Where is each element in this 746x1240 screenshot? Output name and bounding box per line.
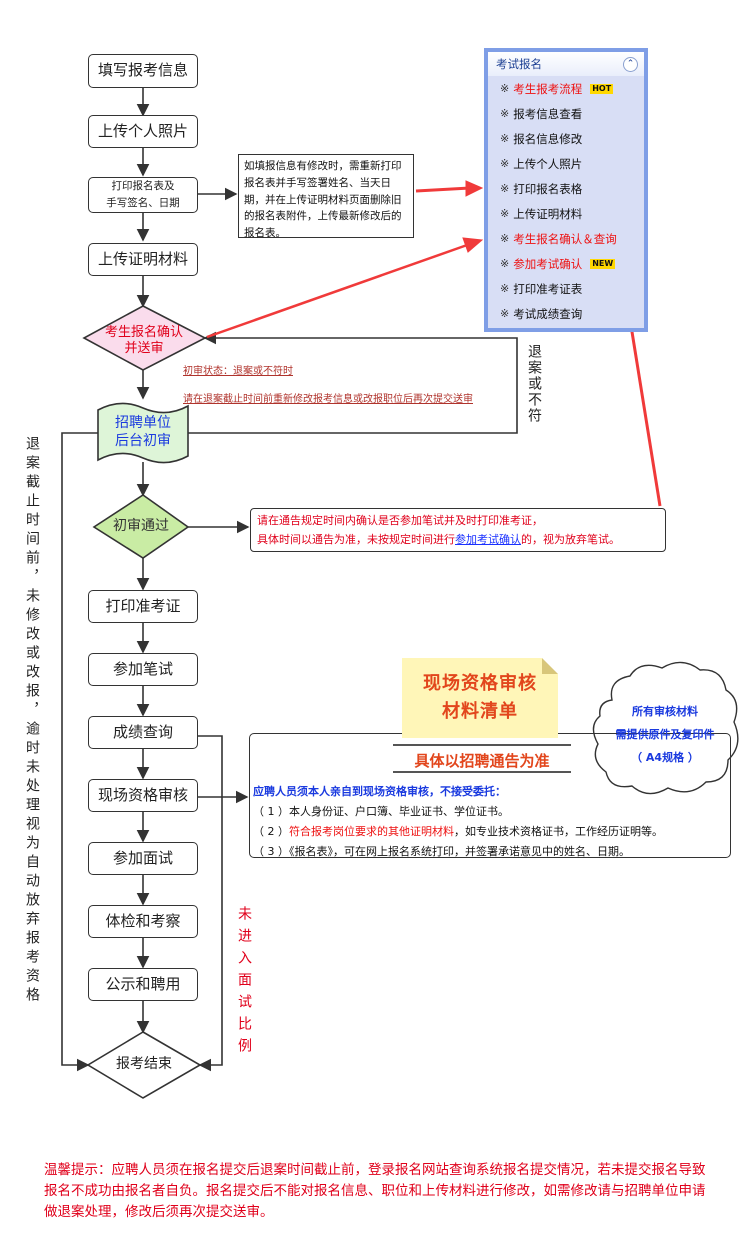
step-medical: 体检和考察 — [88, 905, 198, 938]
step-upload-proof: 上传证明材料 — [88, 243, 198, 276]
bullet-icon: ※ — [500, 232, 510, 245]
new-badge: NEW — [590, 258, 616, 269]
review-status-line2: 请在退案截止时间前重新修改报考信息或改报职位后再次提交送审 — [183, 394, 473, 405]
menu-item-view-info[interactable]: ※ 报考信息查看 — [488, 101, 644, 126]
menu-header: 考试报名 ⌃ — [488, 52, 644, 76]
materials-list: 应聘人员须本人亲自到现场资格审核，不接受委托： （ 1 ）本人身份证、户口簿、毕… — [253, 782, 663, 862]
bullet-icon: ※ — [500, 182, 510, 195]
bullet-icon: ※ — [500, 307, 510, 320]
confirm-diamond-shape — [82, 305, 207, 371]
rejected-label: 退案或不符 — [526, 344, 542, 424]
materials-subtitle: 具体以招聘通告为准 — [414, 752, 550, 770]
materials-item-2-highlight: 符合报考岗位要求的其他证明材料 — [289, 825, 454, 838]
bullet-icon: ※ — [500, 157, 510, 170]
step-confirm-line2: 并送审 — [124, 341, 164, 357]
step-confirm-line1: 考生报名确认 — [104, 325, 183, 340]
step-written-exam: 参加笔试 — [88, 653, 198, 686]
menu-item-label: 考生报名确认＆查询 — [513, 231, 617, 246]
pass-note-line2-b: 的，视为放弃笔试。 — [521, 532, 620, 546]
menu-item-label: 打印报名表格 — [513, 181, 583, 196]
step-review-line1: 招聘单位 — [115, 415, 171, 431]
hot-badge: HOT — [590, 83, 614, 94]
step-print-form: 打印报名表及 手写签名、日期 — [88, 177, 198, 213]
bullet-icon: ※ — [500, 132, 510, 145]
menu-item-label: 参加考试确认 — [513, 256, 583, 271]
step-onsite-check: 现场资格审核 — [88, 779, 198, 812]
step-confirm-submit: 考生报名确认 并送审 — [84, 325, 204, 358]
step-score-query: 成绩查询 — [88, 716, 198, 749]
step-print-form-line1: 打印报名表及 — [111, 180, 175, 193]
menu-item-exam-confirm[interactable]: ※ 参加考试确认 NEW — [488, 251, 644, 276]
menu-item-label: 上传个人照片 — [513, 156, 583, 171]
menu-item-modify-info[interactable]: ※ 报名信息修改 — [488, 126, 644, 151]
step-upload-photo: 上传个人照片 — [88, 115, 198, 148]
bullet-icon: ※ — [500, 282, 510, 295]
bullet-icon: ※ — [500, 82, 510, 95]
step-review-line2: 后台初审 — [115, 432, 171, 449]
menu-item-process[interactable]: ※ 考生报考流程 HOT — [488, 76, 644, 101]
pass-diamond-shape — [92, 494, 190, 559]
step-review-passed: 初审通过 — [113, 518, 169, 534]
collapse-icon[interactable]: ⌃ — [623, 56, 638, 72]
review-status-line1: 初审状态：退案或不符时 — [183, 366, 293, 377]
menu-item-score-query[interactable]: ※ 考试成绩查询 — [488, 301, 644, 326]
materials-item-2: （ 2 ）符合报考岗位要求的其他证明材料，如专业技术资格证书，工作经历证明等。 — [253, 822, 663, 842]
materials-title-line2: 材料清单 — [442, 701, 518, 722]
arrow-score-to-end — [198, 735, 223, 1072]
red-arrow-note-to-menu — [415, 186, 471, 193]
menu-item-label: 考生报考流程 — [513, 81, 583, 96]
subtitle-rule-bottom — [393, 771, 571, 773]
menu-item-upload-proof[interactable]: ※ 上传证明材料 — [488, 201, 644, 226]
menu-item-label: 报名信息修改 — [513, 131, 583, 146]
materials-lead: 应聘人员须本人亲自到现场资格审核，不接受委托： — [253, 785, 506, 798]
arrow-deadline-loop — [61, 432, 103, 1072]
materials-item-1: （ 1 ）本人身份证、户口簿、毕业证书、学位证书。 — [253, 805, 509, 818]
menu-item-label: 考试成绩查询 — [513, 306, 583, 321]
not-interview-label: 未进入面试比例 — [236, 906, 252, 1060]
exam-registration-menu: 考试报名 ⌃ ※ 考生报考流程 HOT ※ 报考信息查看 ※ 报名信息修改 ※ … — [484, 48, 648, 332]
cloud-shape — [592, 661, 739, 795]
exam-confirm-link[interactable]: 参加考试确认 — [455, 532, 521, 546]
cloud-line2: 需提供原件及复印件 — [615, 728, 715, 741]
sticky-fold-corner — [542, 658, 558, 674]
pass-note-line1: 请在通告规定时间内确认是否参加笔试并及时打印准考证， — [257, 514, 543, 527]
cloud-line1: 所有审核材料 — [632, 705, 698, 718]
pass-note: 请在通告规定时间内确认是否参加笔试并及时打印准考证， 具体时间以通告为准，未按规… — [250, 508, 666, 552]
menu-item-label: 报考信息查看 — [513, 106, 583, 121]
step-fill-info: 填写报考信息 — [88, 54, 198, 88]
modify-note: 如填报信息有修改时，需重新打印报名表并手写签署姓名、当天日期，并在上传证明材料页… — [238, 154, 414, 239]
review-flag-shape — [97, 402, 189, 464]
step-publicize: 公示和聘用 — [88, 968, 198, 1001]
bullet-icon: ※ — [500, 107, 510, 120]
materials-item-2-rest: ，如专业技术资格证书，工作经历证明等。 — [454, 825, 663, 838]
step-print-form-line2: 手写签名、日期 — [106, 197, 180, 209]
materials-item-2-prefix: （ 2 ） — [253, 825, 289, 838]
step-interview: 参加面试 — [88, 842, 198, 875]
deadline-label: 退案截止时间前，未修改或改报，逾时未处理视为自动放弃报考资格 — [24, 436, 40, 1006]
menu-item-print-form[interactable]: ※ 打印报名表格 — [488, 176, 644, 201]
step-end: 报考结束 — [116, 1056, 172, 1072]
warm-tip: 温馨提示：应聘人员须在报名提交后退案时间截止前，登录报名网站查询系统报名提交情况… — [44, 1162, 706, 1220]
menu-item-confirm-query[interactable]: ※ 考生报名确认＆查询 — [488, 226, 644, 251]
arrow-reject-loop — [180, 331, 518, 434]
materials-item-3: （ 3 ）《报名表》，可在网上报名系统打印，并签署承诺意见中的姓名、日期。 — [253, 845, 630, 858]
menu-title: 考试报名 — [496, 57, 542, 71]
materials-title-note: 现场资格审核 材料清单 — [402, 658, 558, 738]
bullet-icon: ※ — [500, 257, 510, 270]
menu-item-print-admission[interactable]: ※ 打印准考证表 — [488, 276, 644, 301]
menu-item-label: 上传证明材料 — [513, 206, 583, 221]
subtitle-rule-top — [393, 744, 571, 746]
step-print-admission: 打印准考证 — [88, 590, 198, 623]
step-employer-review: 招聘单位 后台初审 — [98, 415, 188, 450]
menu-item-label: 打印准考证表 — [513, 281, 583, 296]
cloud-note: 所有审核材料 需提供原件及复印件 （ A4规格 ） — [600, 700, 730, 769]
bullet-icon: ※ — [500, 207, 510, 220]
pass-note-line2-a: 具体时间以通告为准，未按规定时间进行 — [257, 532, 455, 546]
end-diamond-shape — [86, 1031, 202, 1099]
menu-item-upload-photo[interactable]: ※ 上传个人照片 — [488, 151, 644, 176]
materials-title-line1: 现场资格审核 — [423, 673, 537, 695]
red-arrow-confirm-to-menu — [206, 242, 471, 339]
pass-note-line2: 具体时间以通告为准，未按规定时间进行参加考试确认的，视为放弃笔试。 — [257, 531, 659, 550]
cloud-line3: （ A4规格 ） — [631, 751, 699, 764]
